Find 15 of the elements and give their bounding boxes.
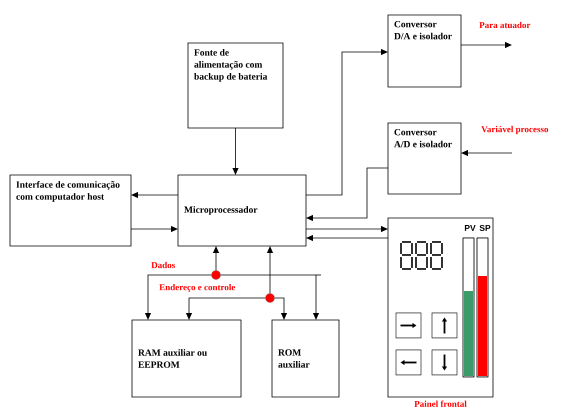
junction-dot	[265, 293, 275, 303]
gauge-label: SP	[480, 224, 490, 231]
converter-box: Conversor D/A e isolador	[388, 14, 462, 88]
memory-box: ROM auxiliar	[272, 320, 340, 398]
gauge-label: PV	[464, 225, 476, 231]
bus-label: Endereço e controle	[159, 284, 236, 292]
converter-box: Conversor A/D e isolador	[388, 122, 462, 194]
bus-label: Dados	[151, 262, 175, 268]
interface-box: Interface de comunicação com computador host	[10, 174, 132, 246]
node-label: Painel frontal	[414, 400, 467, 407]
supply-box: Fonte de alimentação com backup de bateria	[188, 42, 284, 128]
junction-dot	[211, 270, 221, 280]
processor-box: Microprocessador	[178, 174, 306, 246]
memory-box: RAM auxiliar ou EEPROM	[132, 320, 242, 398]
edge-label: Variável processo	[480, 124, 550, 136]
